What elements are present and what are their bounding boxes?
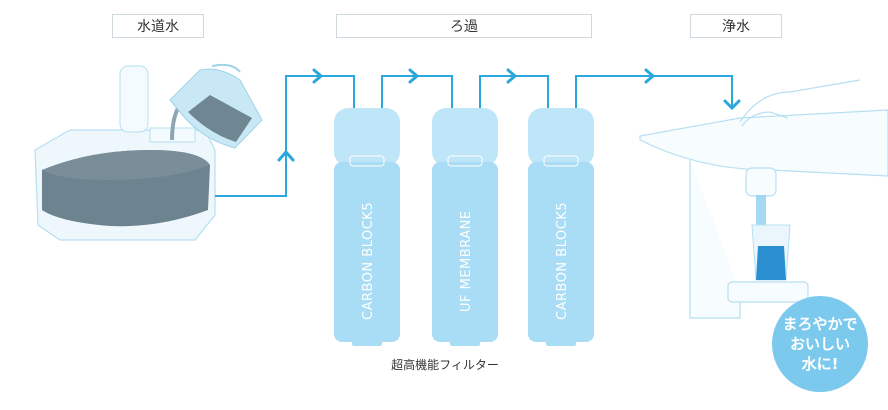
filter-caption: 超高機能フィルター: [391, 358, 499, 372]
water-dispenser-illustration: [639, 79, 888, 319]
pure-water-label: 浄水: [690, 14, 782, 38]
arrow-right-icon: [312, 68, 324, 84]
arrow-down-icon: [723, 99, 741, 111]
cartridge-1-label: CARBON BLOCK5: [361, 202, 376, 320]
cartridge-2-label: UF MEMBRANE: [459, 210, 474, 312]
taste-badge: まろやかで おいしい 水に!: [772, 296, 868, 392]
filter-cartridge-2: [432, 108, 498, 346]
badge-line-1: まろやかで: [782, 315, 858, 333]
filter-cartridge-3: [528, 108, 594, 346]
arrow-right-icon: [408, 68, 420, 84]
water-tank-illustration: [34, 63, 263, 241]
tap-water-label: 水道水: [112, 14, 204, 38]
flow-arrows: [277, 68, 741, 162]
badge-line-2: おいしい: [789, 335, 850, 353]
badge-line-3: 水に!: [801, 355, 839, 373]
arrow-up-icon: [277, 149, 295, 162]
cartridge-3-label: CARBON BLOCK5: [555, 202, 570, 320]
arrow-right-icon: [506, 68, 518, 84]
arrow-right-icon: [644, 68, 656, 84]
filter-cartridge-1: [334, 108, 400, 346]
glass-of-water: [751, 195, 791, 281]
filtration-label: ろ過: [336, 14, 592, 38]
